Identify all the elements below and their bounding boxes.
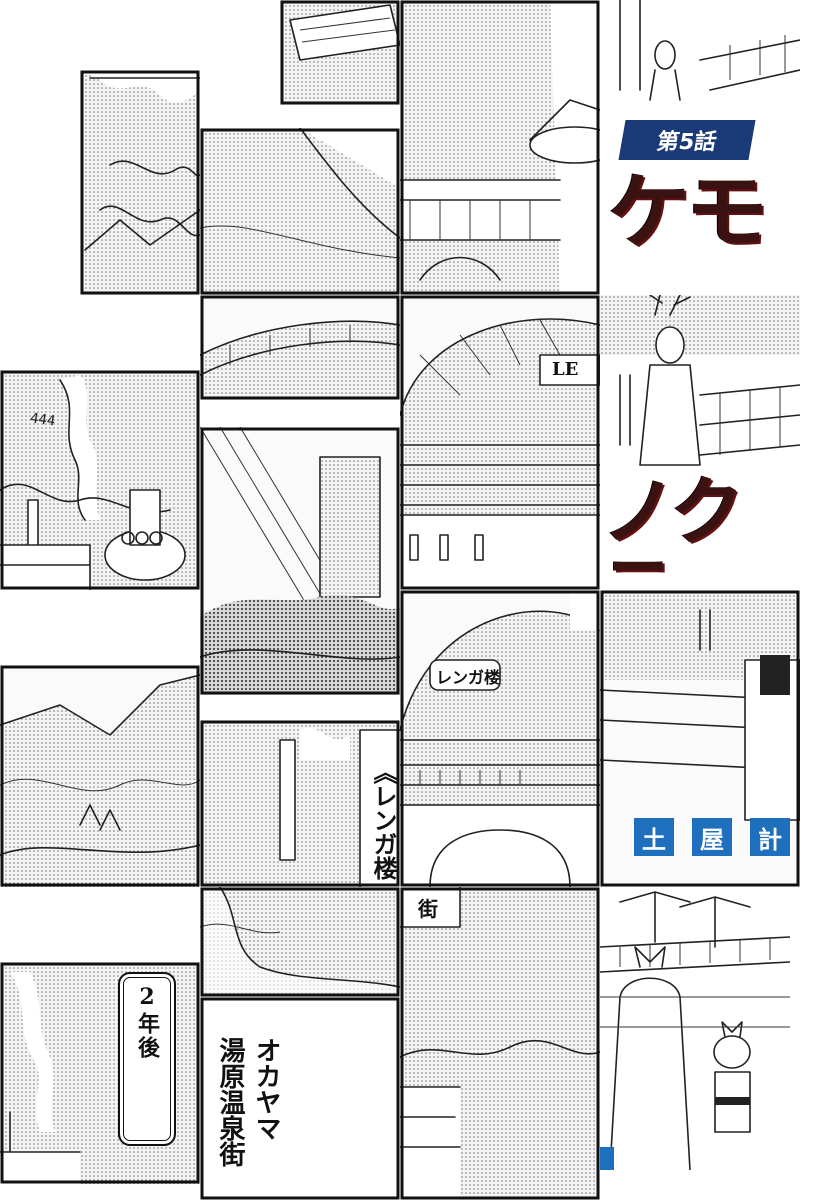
location-line-1: オカヤマ [251, 1037, 281, 1141]
collage-tile-river-hills [200, 887, 400, 997]
location-line-2: 湯原温泉街 [215, 1037, 245, 1167]
collage-tile-tower-bridge [400, 0, 600, 295]
blue-box-1: 屋 [692, 818, 732, 856]
renga-sign-text: 《レンガ楼 [369, 760, 398, 880]
collage-tile-title-top: 第5話 ケモ [600, 0, 800, 295]
title-top: ケモ [608, 165, 768, 260]
collage-tile-rooftop-top [280, 0, 400, 105]
collage-tile-caption-two-years: 2年後 [0, 962, 200, 1184]
collage-tile-renga-sign: 《レンガ楼 [200, 720, 400, 887]
collage-tile-lantern-railing: 土 屋 計 [600, 590, 800, 887]
blue-box-0: 土 [634, 818, 674, 856]
smoke-handwritten-label: 444 [29, 410, 57, 430]
collage-tile-smokestack-bath: 444 [0, 370, 200, 590]
blue-box-2: 計 [750, 818, 790, 856]
collage-tile-deer-character: ノクニ [600, 295, 800, 575]
collage-tile-sky-cloud [80, 70, 200, 295]
title-bottom: ノクニ [602, 469, 744, 575]
dome-sign-text: レンガ楼 [436, 668, 501, 687]
collage-tile-mountain-slope [200, 128, 400, 295]
collage-tile-rays-building [200, 427, 400, 695]
time-skip-text: 2年後 [134, 984, 160, 1060]
collage-tile-mountain-valley [0, 665, 200, 887]
collage-tile-street-mountains: 街 [400, 887, 600, 1200]
chapter-badge: 第5話 [618, 120, 756, 160]
time-skip-caption: 2年後 [118, 972, 176, 1146]
collage-tile-bridge-railing [200, 295, 400, 400]
dome-sign-partial: LE [552, 359, 579, 380]
collage-tile-dome-building: LE [400, 295, 600, 590]
collage-tile-location-caption: オカヤマ 湯原温泉街 [200, 997, 400, 1200]
collage-tile-cat-characters [600, 887, 790, 1170]
street-sign-text: 街 [418, 897, 438, 921]
collage-tile-dome-sign: レンガ楼 [400, 590, 600, 887]
